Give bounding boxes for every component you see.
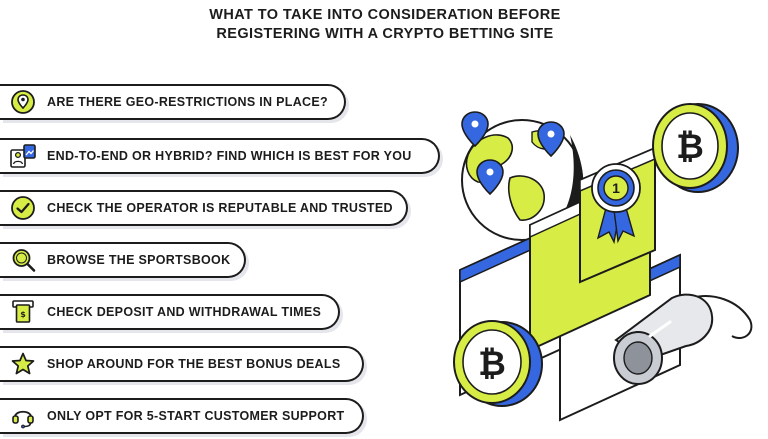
item-label: ARE THERE GEO-RESTRICTIONS IN PLACE? (47, 95, 328, 109)
magnifier-icon (9, 246, 37, 274)
badge-number: 1 (612, 180, 620, 196)
whistle-icon (613, 293, 753, 385)
svg-text:$: $ (20, 310, 26, 319)
item-label: END-TO-END OR HYBRID? FIND WHICH IS BEST… (47, 149, 412, 163)
list-item-deposit-withdrawal: $ CHECK DEPOSIT AND WITHDRAWAL TIMES (0, 294, 340, 330)
list-item-bonus-deals: SHOP AROUND FOR THE BEST BONUS DEALS (0, 346, 364, 382)
map-pin-icon (461, 111, 489, 148)
list-item-geo-restrictions: ARE THERE GEO-RESTRICTIONS IN PLACE? (0, 84, 346, 120)
item-label: ONLY OPT FOR 5-START CUSTOMER SUPPORT (47, 409, 345, 423)
geo-pin-icon (9, 88, 37, 116)
user-image-icon (9, 142, 37, 170)
headset-icon (9, 402, 37, 430)
page-title: WHAT TO TAKE INTO CONSIDERATION BEFORE R… (150, 6, 620, 44)
check-circle-icon (9, 194, 37, 222)
atm-cash-icon: $ (9, 298, 37, 326)
title-line-1: WHAT TO TAKE INTO CONSIDERATION BEFORE (209, 7, 561, 23)
item-label: SHOP AROUND FOR THE BEST BONUS DEALS (47, 357, 341, 371)
star-icon (9, 350, 37, 378)
title-line-2: REGISTERING WITH A CRYPTO BETTING SITE (216, 26, 554, 42)
map-pin-icon (476, 159, 504, 196)
award-badge-icon (591, 163, 641, 245)
list-item-customer-support: ONLY OPT FOR 5-START CUSTOMER SUPPORT (0, 398, 364, 434)
svg-text:₿: ₿ (676, 127, 704, 167)
item-label: BROWSE THE SPORTSBOOK (47, 253, 231, 267)
illustration: 1 ₿ ₿ (420, 60, 768, 439)
map-pin-icon (537, 121, 565, 158)
item-label: CHECK THE OPERATOR IS REPUTABLE AND TRUS… (47, 201, 393, 215)
bitcoin-coin-icon: ₿ (453, 320, 543, 407)
svg-text:₿: ₿ (478, 344, 506, 384)
list-item-operator-reputable: CHECK THE OPERATOR IS REPUTABLE AND TRUS… (0, 190, 408, 226)
list-item-browse-sportsbook: BROWSE THE SPORTSBOOK (0, 242, 246, 278)
bitcoin-coin-icon: ₿ (652, 103, 739, 193)
item-label: CHECK DEPOSIT AND WITHDRAWAL TIMES (47, 305, 322, 319)
list-item-end-to-end-or-hybrid: END-TO-END OR HYBRID? FIND WHICH IS BEST… (0, 138, 440, 174)
